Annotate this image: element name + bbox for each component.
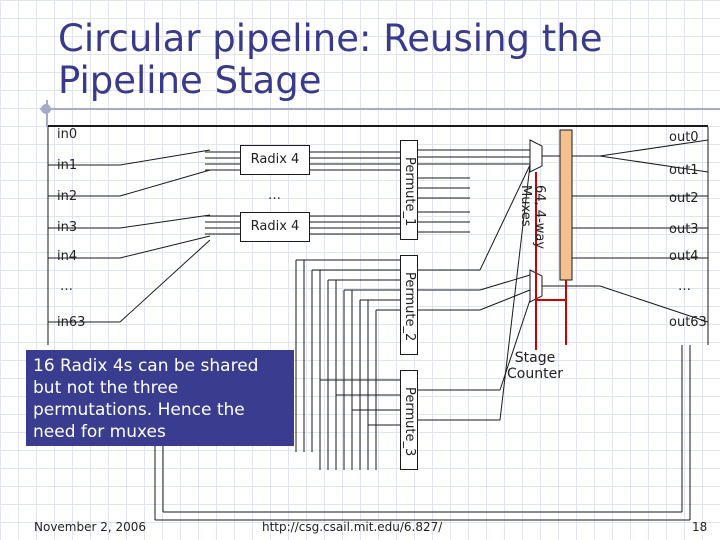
output-label-0: out0 (669, 130, 699, 145)
permute-2-label: Permute_2 (402, 272, 417, 342)
permute-2-block: Permute_2 (400, 255, 418, 355)
diagram-top-border (48, 125, 708, 127)
footer-date: November 2, 2006 (34, 520, 147, 534)
permute-3-block: Permute_3 (400, 370, 418, 470)
input-label-3: in3 (57, 220, 78, 235)
page-number: 18 (692, 520, 708, 534)
input-label-2: in2 (57, 189, 78, 204)
radix4-bottom: Radix 4 (240, 212, 310, 242)
input-label-63: in63 (57, 315, 86, 330)
permute-1-label: Permute_1 (402, 157, 417, 227)
output-label-4: out4 (669, 249, 699, 264)
title-rule-horizontal (40, 108, 720, 110)
stage-counter-line-1: Stage (514, 350, 556, 366)
stage-counter-line-2: Counter (507, 366, 563, 382)
radix-ellipsis: … (268, 188, 281, 203)
muxes-label: 64, 4-way Muxes (518, 185, 547, 250)
input-ellipsis: … (60, 279, 73, 294)
title-line-2: Pipeline Stage (58, 59, 322, 102)
output-label-1: out1 (669, 163, 699, 178)
input-label-4: in4 (57, 249, 78, 264)
input-label-1: in1 (57, 158, 78, 173)
footer-url[interactable]: http://csg.csail.mit.edu/6.827/ (262, 520, 443, 534)
output-ellipsis: … (678, 279, 691, 294)
radix4-top: Radix 4 (240, 145, 310, 175)
slide-title: Circular pipeline: Reusing the Pipeline … (58, 18, 603, 102)
output-label-2: out2 (669, 191, 699, 206)
permute-1-block: Permute_1 (400, 140, 418, 240)
stage-counter-label: Stage Counter (500, 350, 570, 382)
mux-top (529, 139, 543, 173)
mux-select-bar (559, 129, 573, 281)
title-line-1: Circular pipeline: Reusing the (58, 17, 603, 60)
input-label-0: in0 (57, 127, 78, 142)
output-label-3: out3 (669, 222, 699, 237)
permute-3-label: Permute_3 (402, 387, 417, 457)
explanation-note: 16 Radix 4s can be shared but not the th… (26, 350, 294, 446)
output-label-63: out63 (669, 315, 707, 330)
title-rule-dot (41, 104, 51, 114)
